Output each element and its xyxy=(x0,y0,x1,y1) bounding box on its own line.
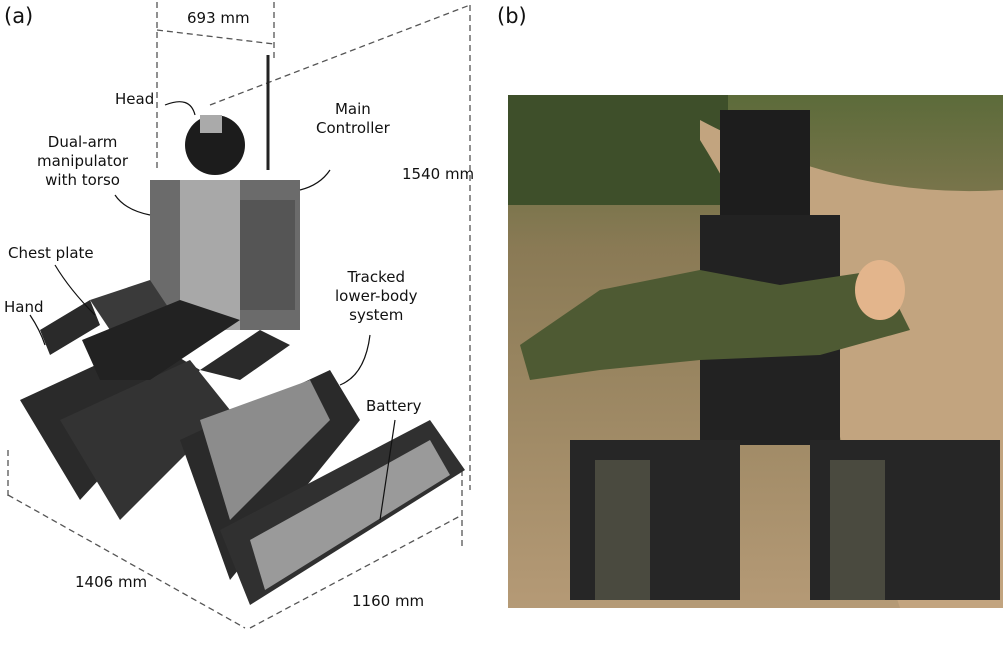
label-battery: Battery xyxy=(366,397,422,415)
arrows xyxy=(29,101,396,521)
panel-label-b: (b) xyxy=(497,4,527,28)
label-dual-arm-line3: with torso xyxy=(45,171,120,189)
dimension-lines xyxy=(7,2,471,629)
label-dual-arm-line1: Dual-arm xyxy=(47,133,118,151)
label-main-controller: Main Controller xyxy=(316,100,390,138)
label-head: Head xyxy=(115,90,155,108)
label-main-controller-line2: Controller xyxy=(316,119,390,137)
label-tracked-line1: Tracked xyxy=(347,268,406,286)
label-dual-arm-line2: manipulator xyxy=(37,152,129,170)
label-main-controller-line1: Main xyxy=(334,100,371,118)
dimension-length: 1406 mm xyxy=(75,573,148,591)
robot-illustration xyxy=(20,55,465,605)
label-hand: Hand xyxy=(4,298,44,316)
dimension-width-bottom: 1160 mm xyxy=(352,592,425,610)
label-dual-arm: Dual-arm manipulator with torso xyxy=(37,133,128,190)
label-tracked-lower-body: Tracked lower-body system xyxy=(335,268,418,325)
panel-label-a: (a) xyxy=(4,4,34,28)
label-tracked-line2: lower-body xyxy=(335,287,418,305)
label-tracked-line3: system xyxy=(349,306,404,324)
dimension-width-top: 693 mm xyxy=(187,9,250,27)
photo-robot-carrying-mannequin xyxy=(508,95,1003,608)
label-chest-plate: Chest plate xyxy=(8,244,94,262)
dimension-height: 1540 mm xyxy=(402,165,475,183)
